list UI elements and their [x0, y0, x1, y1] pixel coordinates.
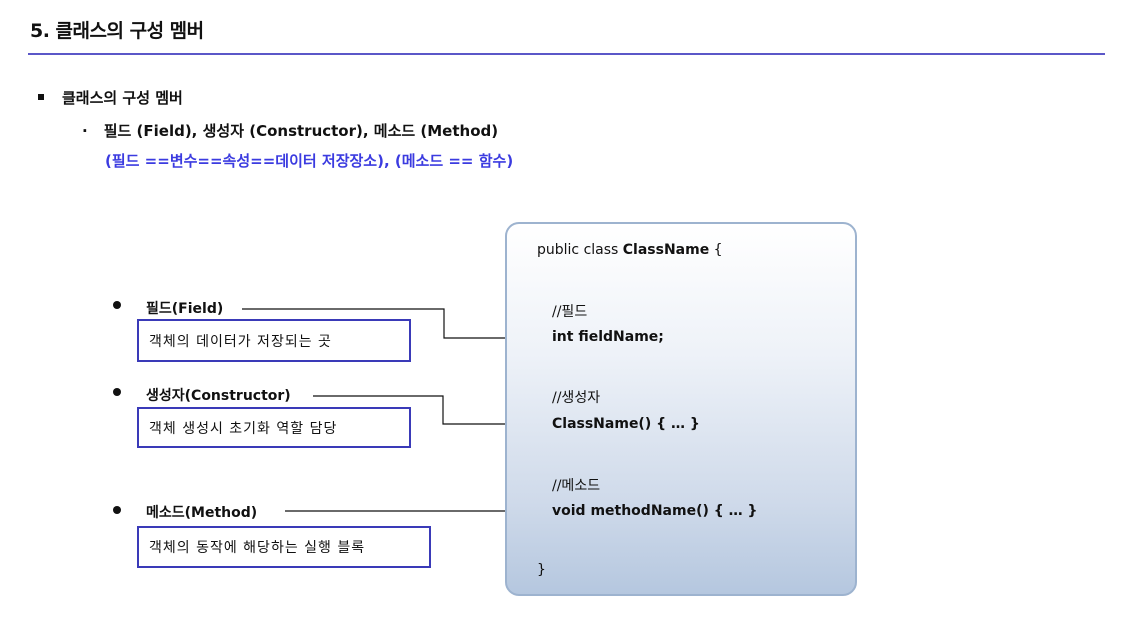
field-declaration-text: int fieldName; [552, 329, 664, 345]
slide-title: 5. 클래스의 구성 멤버 [30, 20, 204, 42]
field-description: 객체의 데이터가 저장되는 곳 [137, 319, 411, 362]
method-declaration: void methodName() { … } [552, 503, 757, 519]
method-declaration-text: void methodName() { … } [552, 503, 758, 519]
constructor-description: 객체 생성시 초기화 역할 담당 [137, 407, 411, 448]
class-closing-brace: } [537, 562, 546, 578]
field-connector-arrow [242, 308, 541, 343]
square-bullet-icon [38, 93, 44, 100]
definition-note: (필드 ==변수==속성==데이터 저장장소), (메소드 == 함수) [105, 152, 514, 170]
level2-bullet: · 필드 (Field), 생성자 (Constructor), 메소드 (Met… [82, 120, 498, 141]
method-bullet-icon [113, 506, 121, 514]
level2-bullet-text: 필드 (Field), 생성자 (Constructor), 메소드 (Meth… [103, 122, 499, 140]
field-bullet-icon [113, 301, 121, 309]
class-open-brace-text: { [709, 242, 723, 258]
constructor-comment: //생성자 [552, 390, 601, 406]
method-label: 메소드(Method) [146, 505, 258, 521]
title-divider [28, 53, 1105, 55]
class-name-text: ClassName [622, 242, 710, 258]
constructor-label: 생성자(Constructor) [146, 388, 291, 404]
field-comment: //필드 [552, 304, 588, 320]
class-keyword-text: public class [537, 242, 623, 258]
constructor-connector-arrow [313, 395, 531, 429]
field-label: 필드(Field) [146, 301, 224, 317]
field-declaration: int fieldName; [552, 329, 664, 345]
level1-bullet-text: 클래스의 구성 멤버 [62, 89, 183, 107]
dot-bullet-icon: · [82, 122, 88, 140]
constructor-bullet-icon [113, 388, 121, 396]
method-comment: //메소드 [552, 478, 601, 494]
class-code-box: public class ClassName { //필드 int fieldN… [505, 222, 857, 596]
class-declaration-line: public class ClassName { [537, 242, 723, 258]
constructor-declaration-text: ClassName() { … } [552, 416, 700, 432]
level1-bullet: 클래스의 구성 멤버 [38, 87, 183, 108]
method-description: 객체의 동작에 해당하는 실행 블록 [137, 526, 431, 568]
constructor-declaration: ClassName() { … } [552, 416, 700, 432]
